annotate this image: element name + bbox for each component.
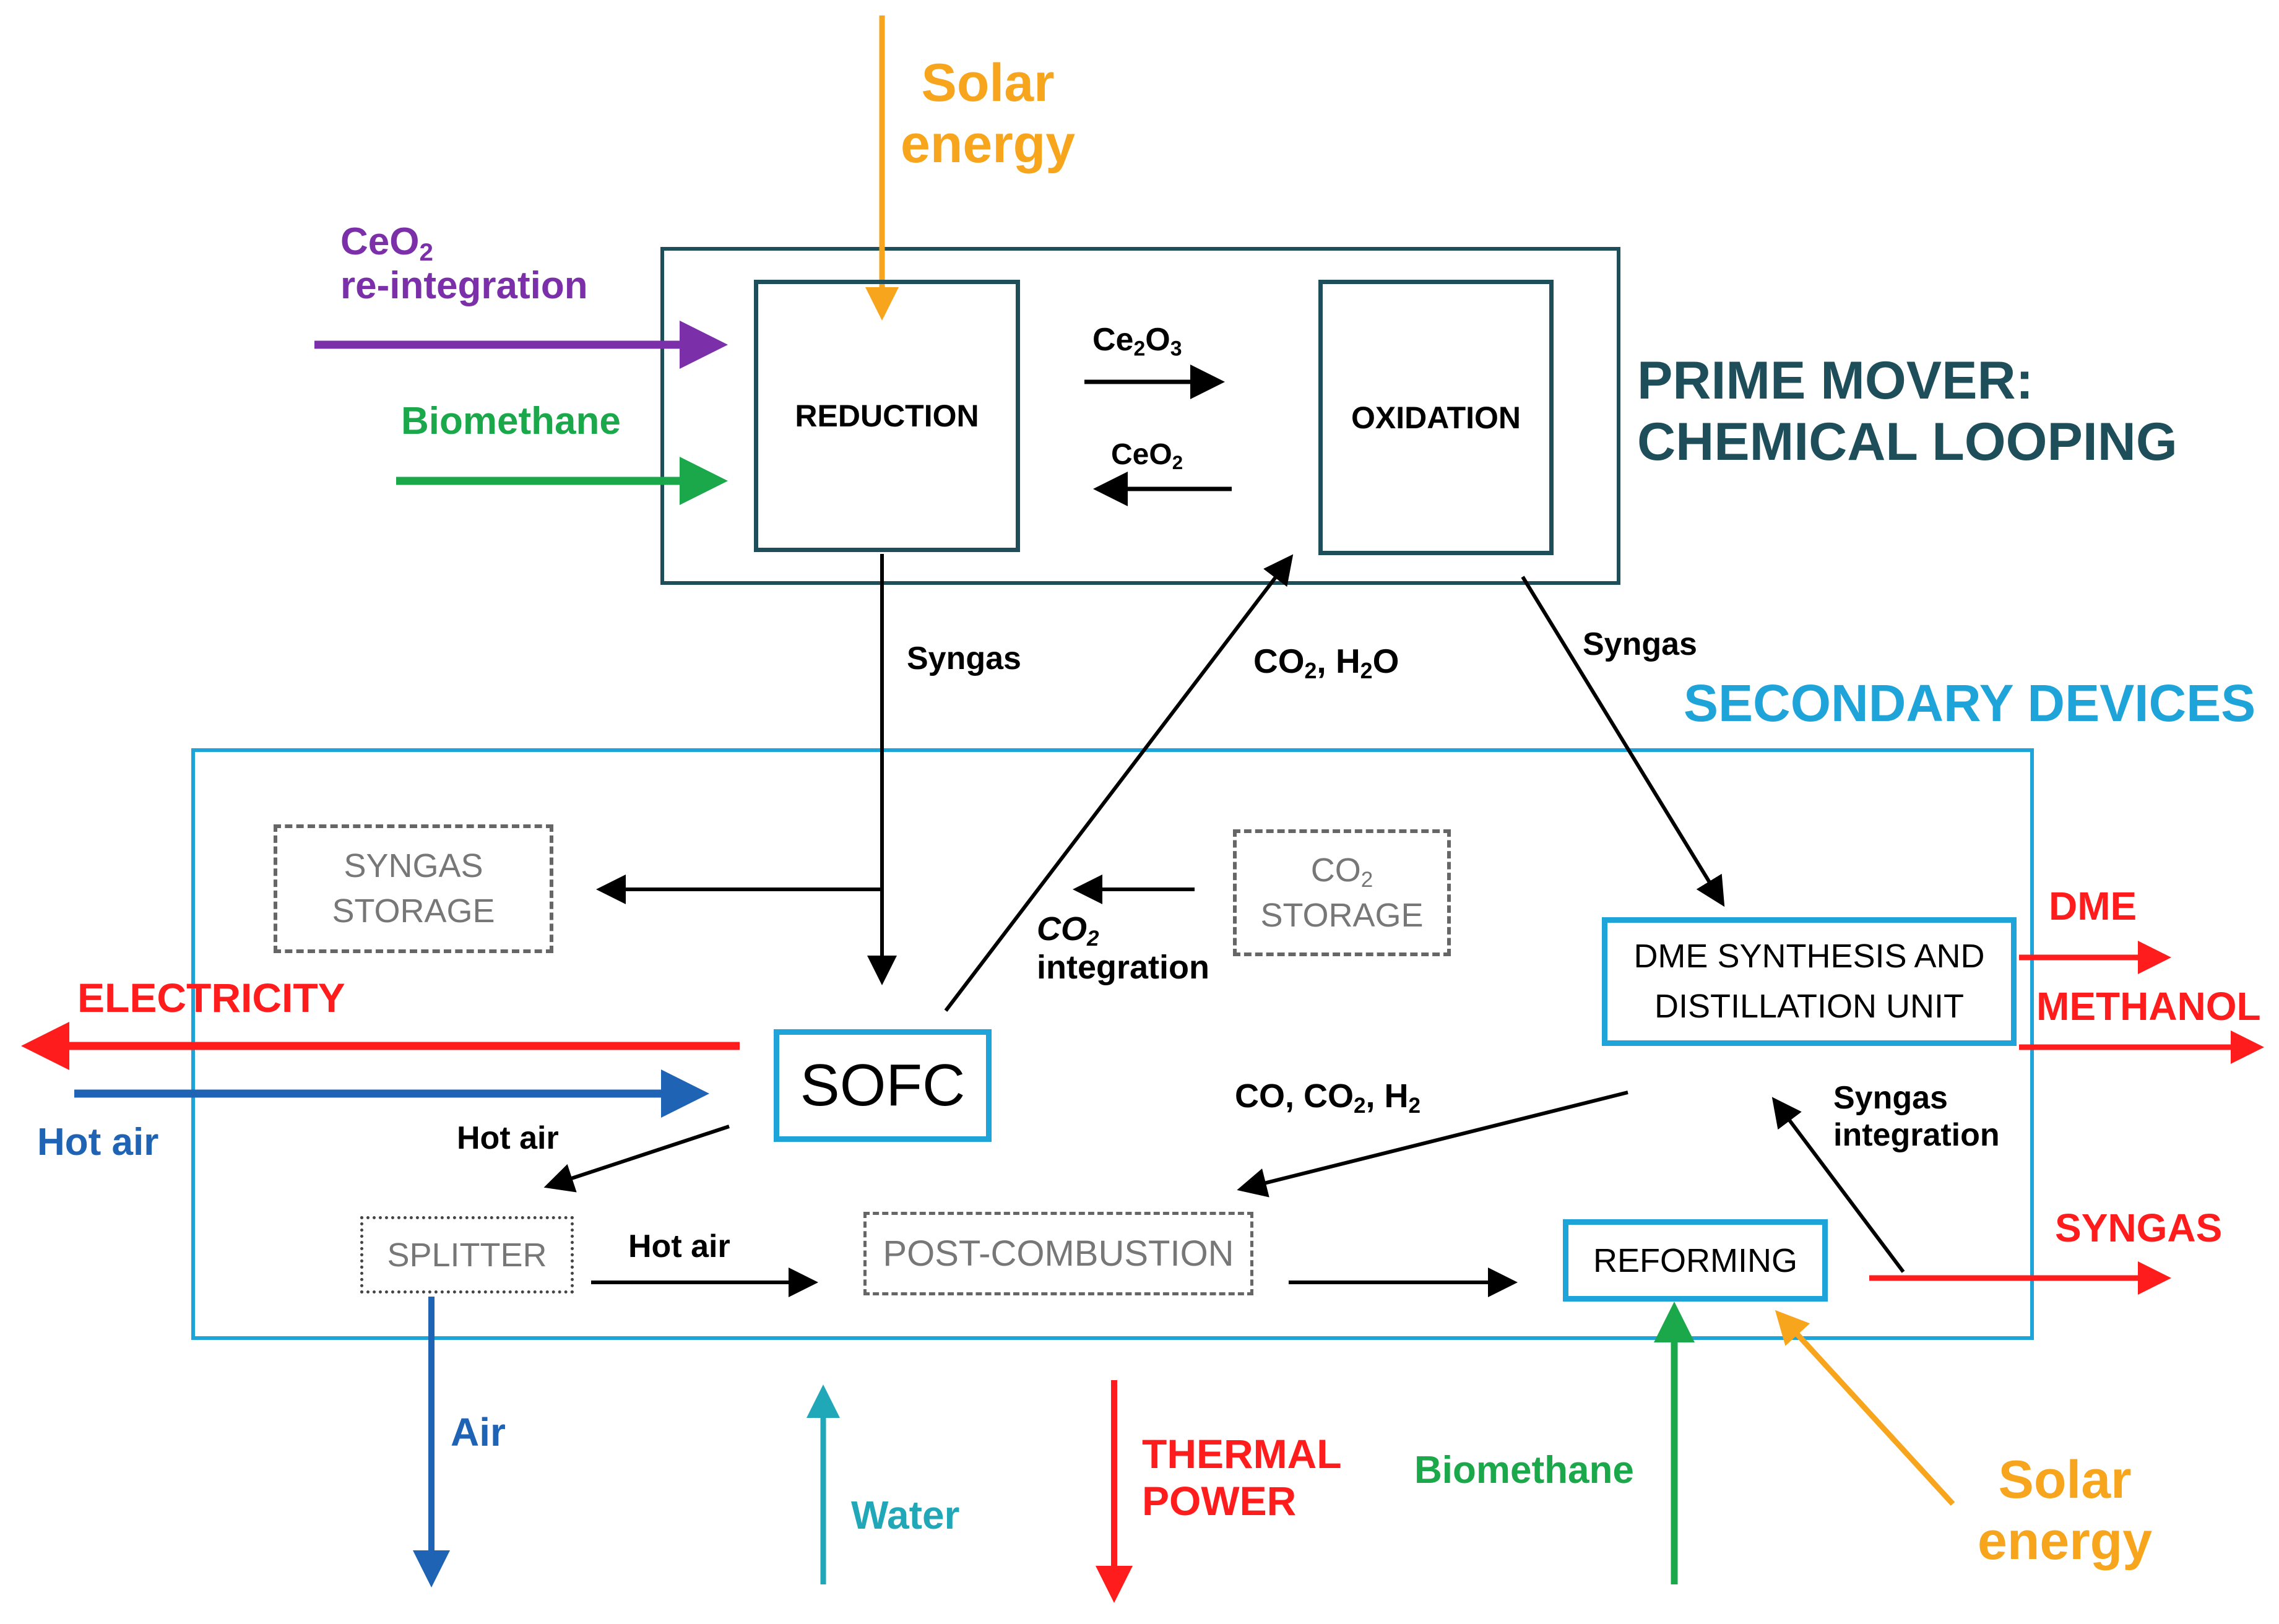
- solar-bottom-arrow: [1775, 1310, 1955, 1506]
- methanol-label: METHANOL: [2036, 984, 2261, 1029]
- dme-to-postcomb-arrow: [1237, 1091, 1628, 1198]
- prime-mover-frame: [660, 247, 1620, 585]
- water-label: Water: [851, 1493, 960, 1537]
- thermal-power-label: THERMAL POWER: [1142, 1431, 1342, 1524]
- post-combustion-block: POST-COMBUSTION: [863, 1212, 1253, 1295]
- electricity-label: ELECTRICITY: [77, 975, 345, 1021]
- syngas-to-dme-arrow: [1521, 576, 1725, 907]
- solar-bottom-label: Solar energy: [1978, 1450, 2153, 1571]
- hot-air-in-label: Hot air: [37, 1121, 159, 1164]
- ce2o3-label: Ce2O3: [1092, 322, 1182, 361]
- biomethane-bottom-label: Biomethane: [1414, 1449, 1634, 1492]
- hot-air-splitter-label: Hot air: [628, 1229, 730, 1264]
- secondary-devices-title: SECONDARY DEVICES: [1684, 674, 2256, 732]
- splitter-block: SPLITTER: [360, 1216, 574, 1294]
- syngas-integration-label: Syngas integration: [1833, 1080, 2000, 1153]
- hot-air-sofc-label: Hot air: [457, 1120, 559, 1156]
- reduction-label: REDUCTION: [795, 399, 979, 433]
- syngas-left-label: Syngas: [907, 641, 1021, 676]
- dme-label: DME: [2049, 884, 2137, 928]
- solar-top-label: Solar energy: [901, 53, 1076, 174]
- co2-storage-block: CO2 STORAGE: [1233, 829, 1451, 956]
- syngas-right-label: Syngas: [1583, 626, 1697, 662]
- syngas-storage-block: SYNGAS STORAGE: [274, 824, 553, 953]
- dme-synthesis-block: DME SYNTHESIS AND DISTILLATION UNIT: [1602, 917, 2017, 1046]
- sofc-block: SOFC: [774, 1029, 992, 1142]
- air-label: Air: [451, 1410, 506, 1454]
- oxidation-label: OXIDATION: [1351, 400, 1521, 435]
- hot-air-to-splitter-arrow: [543, 1125, 730, 1193]
- sofc-label: SOFC: [800, 1052, 966, 1118]
- ceo2-loop-label: CeO2: [1111, 438, 1183, 473]
- ceo2-reintegration-label: CeO2 re-integration: [340, 220, 588, 308]
- reforming-block: REFORMING: [1563, 1219, 1828, 1302]
- prime-mover-title: PRIME MOVER: CHEMICAL LOOPING: [1637, 351, 2177, 472]
- syngas-integration-arrow: [1771, 1097, 1905, 1273]
- co2-h2o-arrow: [944, 554, 1294, 1012]
- co2-h2o-label: CO2, H2O: [1253, 642, 1399, 683]
- co-co2-h2-label: CO, CO2, H2: [1235, 1078, 1421, 1118]
- oxidation-block: OXIDATION: [1318, 280, 1554, 555]
- syngas-out-label: SYNGAS: [2055, 1206, 2223, 1250]
- reduction-block: REDUCTION: [754, 280, 1020, 552]
- biomethane-top-label: Biomethane: [401, 400, 621, 443]
- co2-integration-label: CO2 integration: [1037, 910, 1209, 987]
